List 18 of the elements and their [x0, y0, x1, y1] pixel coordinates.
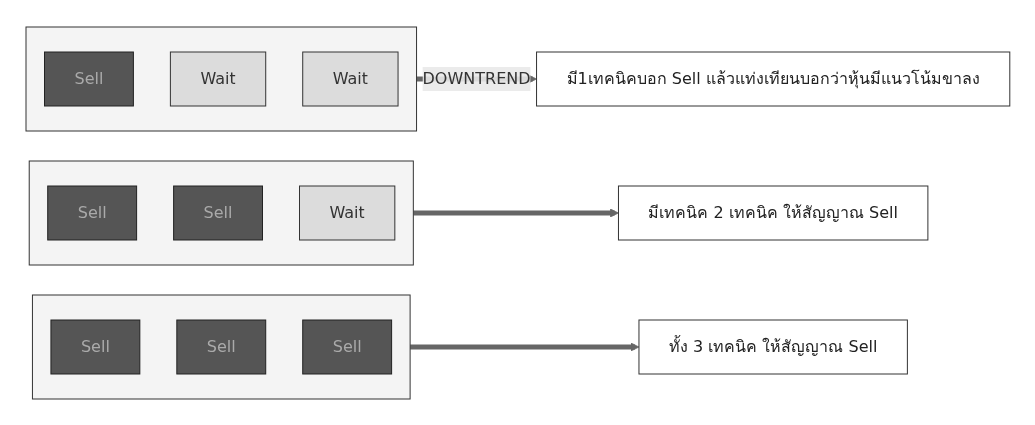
node-box: มี1เทคนิคบอก Sell แล้วแท่งเทียนบอกว่าหุ้นมีแนวโน้มขาลง [535, 51, 1010, 106]
node-box: Wait [301, 51, 399, 106]
node-box: Sell [43, 51, 134, 106]
arrow [412, 208, 619, 217]
node-box: Wait [298, 185, 395, 240]
node-box: Sell [175, 319, 266, 374]
node-box: Wait [169, 51, 266, 106]
node-box: Sell [301, 319, 392, 374]
node-box: Sell [50, 319, 140, 374]
arrow [409, 342, 639, 351]
cluster [28, 160, 414, 265]
edge-label: DOWNTREND [422, 68, 531, 88]
cluster [31, 294, 411, 399]
node-box: ทั้ง 3 เทคนิค ให้สัญญาณ Sell [638, 319, 908, 374]
node-box: มีเทคนิค 2 เทคนิค ให้สัญญาณ Sell [617, 185, 928, 240]
node-box: Sell [172, 185, 263, 240]
node-box: Sell [46, 185, 137, 240]
cluster [25, 26, 417, 131]
